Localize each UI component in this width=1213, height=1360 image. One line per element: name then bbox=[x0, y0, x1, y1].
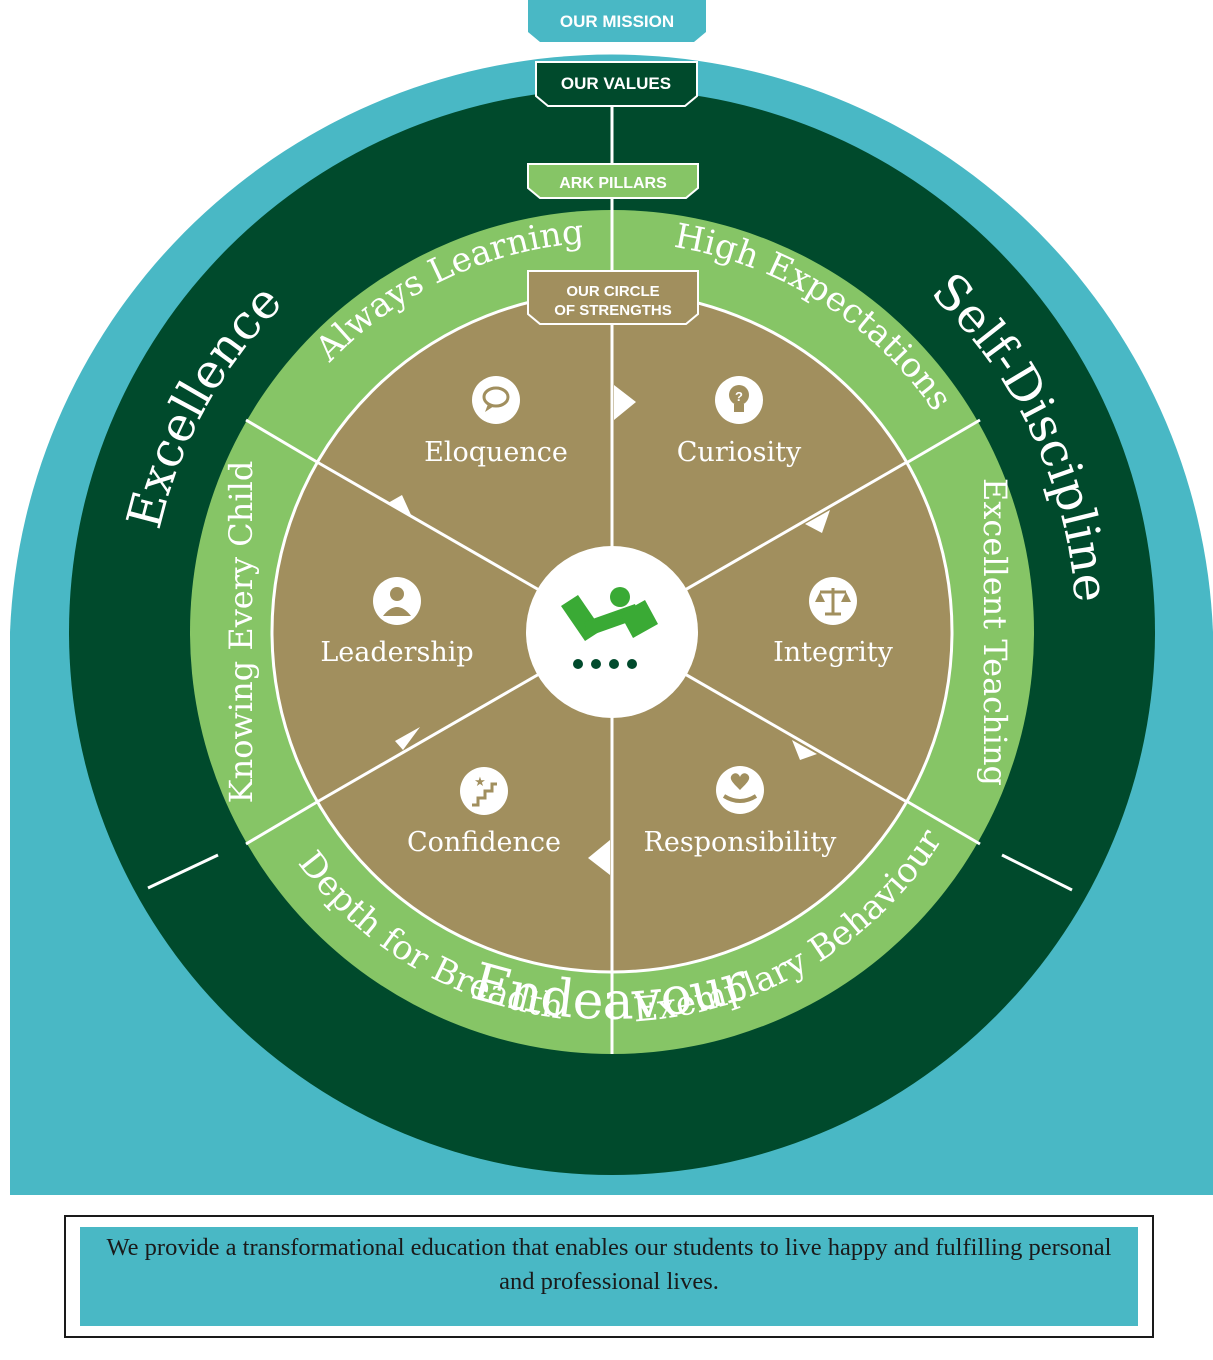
logo-dot-head bbox=[610, 587, 630, 607]
values-divider-right bbox=[1001, 853, 1073, 892]
mission-statement-box: We provide a transformational education … bbox=[64, 1215, 1154, 1338]
strength-label: Eloquence bbox=[424, 437, 568, 468]
arrow-marker-upper-right bbox=[805, 510, 830, 533]
strength-responsibility: Responsibility bbox=[644, 766, 838, 858]
logo-dot-1 bbox=[573, 659, 583, 669]
logo-dot-4 bbox=[627, 659, 637, 669]
strength-label: Leadership bbox=[320, 637, 473, 668]
center-logo-circle bbox=[526, 546, 698, 718]
arrow-marker-top bbox=[614, 385, 636, 420]
logo-dot-3 bbox=[609, 659, 619, 669]
svg-text:★: ★ bbox=[474, 774, 486, 789]
pillar-excellent-teaching: Excellent Teaching bbox=[976, 478, 1014, 786]
pillars-tab: ARK PILLARS bbox=[527, 163, 699, 199]
strength-label: Confidence bbox=[407, 827, 561, 858]
strength-confidence: ★ Confidence bbox=[407, 767, 561, 858]
pillars-divider-left-upper bbox=[245, 418, 318, 464]
strength-label: Curiosity bbox=[677, 437, 802, 468]
strength-label: Responsibility bbox=[644, 827, 838, 858]
pillars-divider-right-lower bbox=[907, 800, 981, 846]
svg-text:?: ? bbox=[735, 389, 743, 404]
ark-pillars-label: ARK PILLARS bbox=[559, 175, 667, 192]
mission-statement-text: We provide a transformational education … bbox=[106, 1234, 1112, 1295]
pillar-knowing-every-child: Knowing Every Child bbox=[222, 461, 260, 804]
strength-integrity: Integrity bbox=[773, 577, 894, 668]
strength-eloquence: Eloquence bbox=[424, 376, 568, 468]
mission-statement-panel: We provide a transformational education … bbox=[80, 1227, 1138, 1326]
values-tab: OUR VALUES bbox=[535, 61, 698, 107]
strengths-tab: OUR CIRCLE OF STRENGTHS bbox=[527, 270, 699, 325]
circle-of-strengths-label-line1: OUR CIRCLE bbox=[566, 283, 659, 300]
pillars-divider-right-upper bbox=[907, 418, 981, 464]
values-divider-left bbox=[147, 853, 219, 890]
pillars-divider-left-lower bbox=[245, 800, 318, 846]
speech-bubble-icon bbox=[472, 376, 520, 424]
logo-shape-right bbox=[620, 600, 658, 638]
our-mission-label: OUR MISSION bbox=[560, 12, 674, 31]
strength-curiosity: ? Curiosity bbox=[677, 376, 802, 468]
strength-leadership: Leadership bbox=[320, 577, 474, 668]
strength-label: Integrity bbox=[773, 637, 894, 668]
arrow-marker-upper-left bbox=[388, 495, 412, 517]
our-values-label: OUR VALUES bbox=[561, 74, 671, 93]
mission-tab: OUR MISSION bbox=[528, 0, 706, 42]
circle-of-strengths-label-line2: OF STRENGTHS bbox=[554, 302, 672, 319]
ark-logo bbox=[526, 546, 698, 718]
arrow-marker-lower-left bbox=[395, 727, 420, 750]
arrow-marker-lower-right bbox=[792, 740, 817, 760]
logo-dot-2 bbox=[591, 659, 601, 669]
arrow-marker-bottom bbox=[588, 840, 610, 875]
